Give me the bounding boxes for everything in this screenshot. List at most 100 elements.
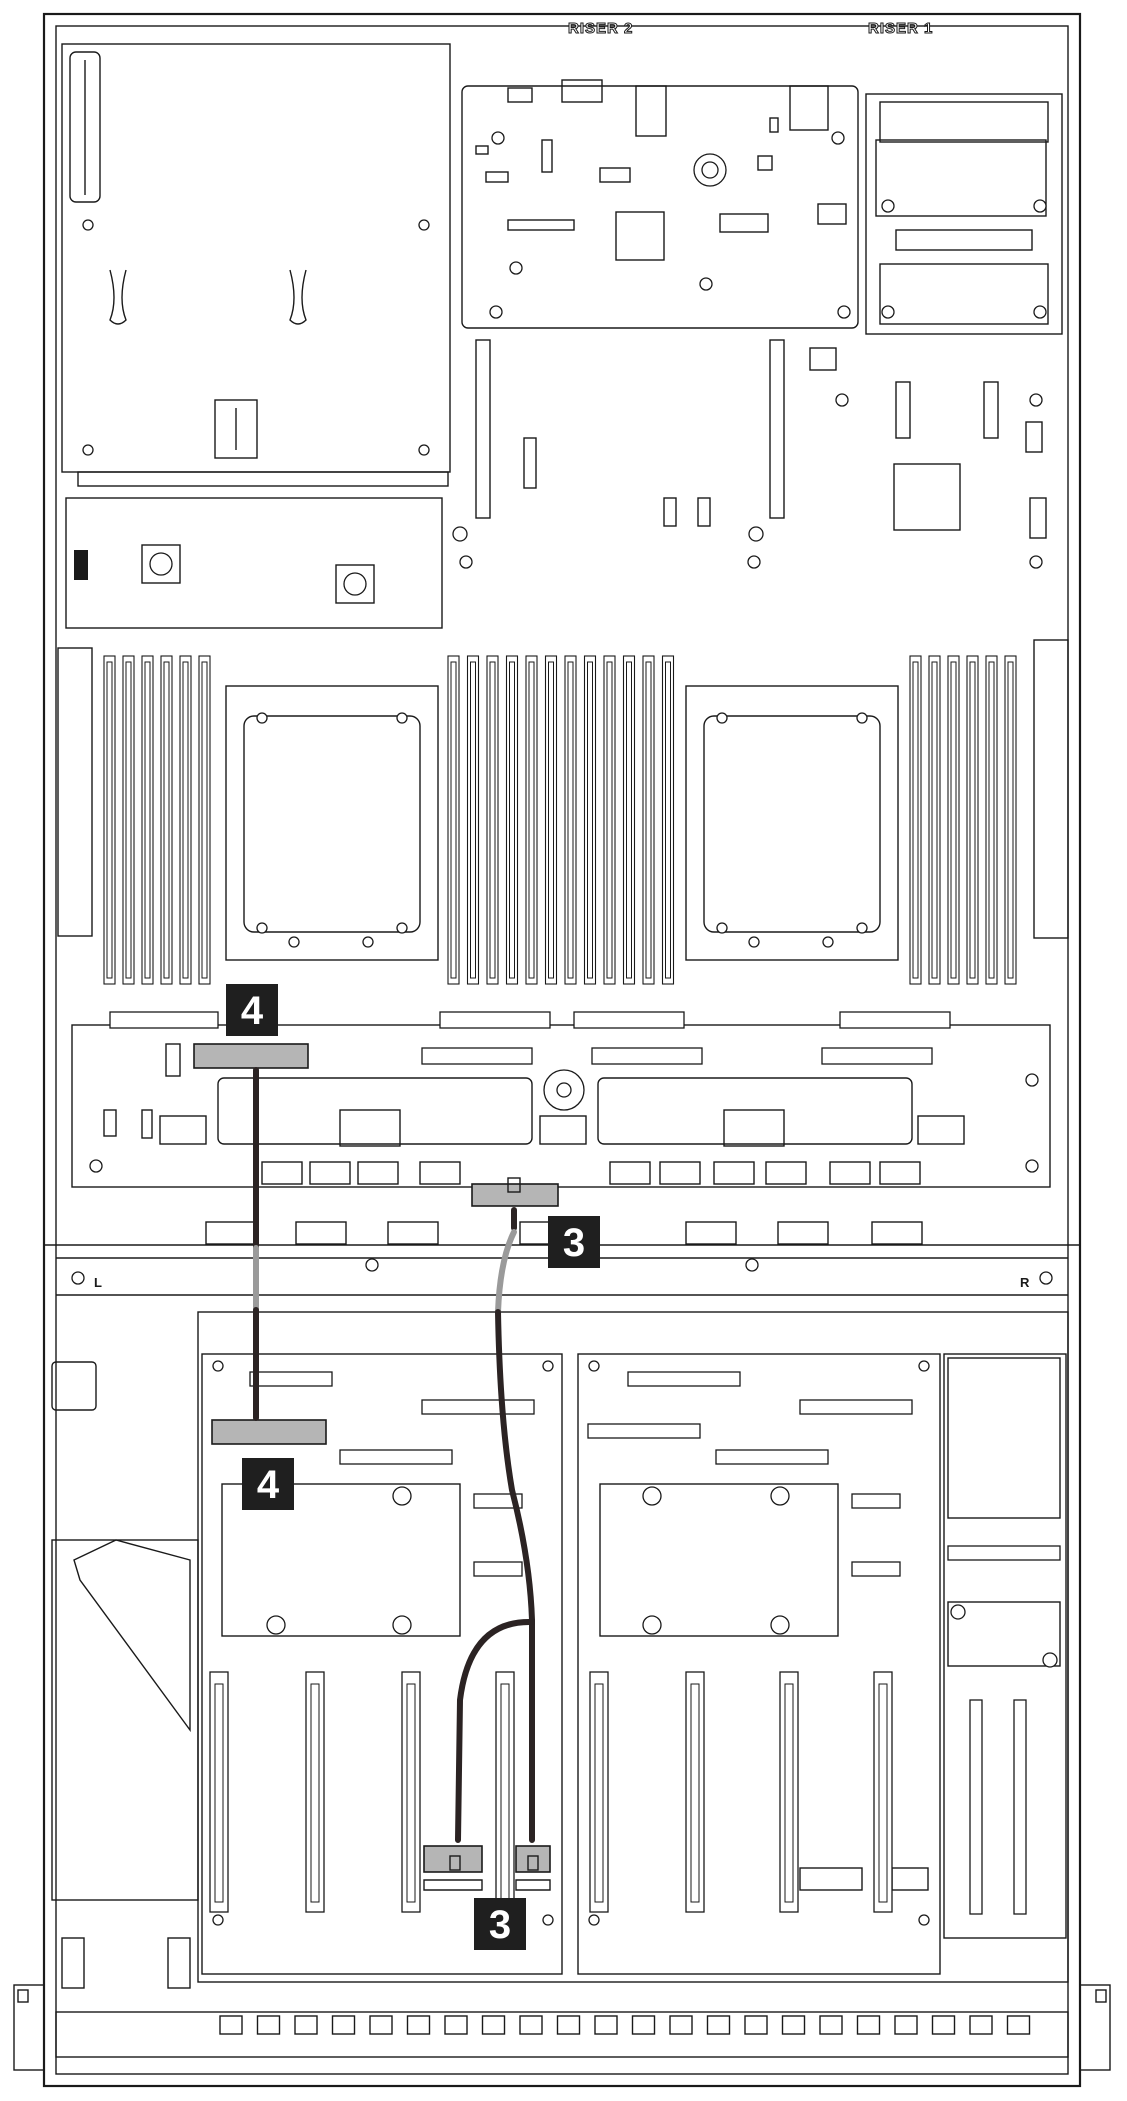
drive-bay-latch	[369, 2015, 393, 2035]
drive-bay-latch	[444, 2015, 468, 2035]
drive-bay-latch	[631, 2015, 656, 2035]
riser-2-label: RISER 2	[568, 20, 633, 37]
dimm-slot	[909, 655, 922, 985]
drive-bay-latch	[781, 2015, 806, 2035]
airflow-tab	[685, 1221, 737, 1245]
dimm-slot	[928, 655, 941, 985]
dimm-slot	[447, 655, 460, 985]
dimm-slot-channel	[548, 661, 554, 979]
drive-bay-latch	[406, 2015, 431, 2035]
drive-bay-latch	[519, 2015, 543, 2035]
dimm-slot	[583, 655, 597, 985]
cable-3-motherboard-connector	[471, 1183, 559, 1207]
dimm-slot-channel	[509, 661, 515, 979]
drive-bay-latch	[894, 2015, 918, 2035]
drive-bay-latch	[331, 2015, 356, 2035]
drive-bay-latch	[931, 2015, 956, 2035]
dimm-slot-channel	[450, 661, 457, 979]
dimm-slot	[966, 655, 979, 985]
pcie-slot	[685, 1671, 705, 1913]
dimm-slot-channel	[528, 661, 535, 979]
dimm-slot	[947, 655, 960, 985]
cable-4	[193, 1043, 327, 1445]
chassis: L R	[13, 12, 1111, 2088]
pcie-slots	[209, 1671, 893, 1913]
drive-bay-latch	[1006, 2015, 1031, 2035]
motherboard-tabs	[205, 1161, 923, 1245]
right-side-label: R	[1020, 1275, 1030, 1290]
dimm-slot-channel	[931, 661, 938, 979]
drive-bay-latch	[556, 2015, 581, 2035]
motherboard-tab	[261, 1161, 303, 1185]
dimm-slot	[985, 655, 998, 985]
pcie-slot-channel	[690, 1683, 700, 1903]
pcie-slot-channel	[214, 1683, 224, 1903]
motherboard-tab	[419, 1161, 461, 1185]
pcie-slot	[305, 1671, 325, 1913]
dimm-slot-channel	[626, 661, 632, 979]
cable-3-riser-connector-left	[423, 1845, 483, 1873]
motherboard-tab	[357, 1161, 399, 1185]
pcie-slot-channel	[406, 1683, 416, 1903]
dimm-slot	[603, 655, 616, 985]
pcie-slot	[873, 1671, 893, 1913]
dimm-slot	[466, 655, 480, 985]
callout-3-top: 3	[548, 1216, 600, 1268]
dimm-slot	[1004, 655, 1017, 985]
dimm-slot-channel	[106, 661, 113, 979]
pcie-slot-channel	[784, 1683, 794, 1903]
drive-bay-latch	[481, 2015, 506, 2035]
dimm-slot-channel	[144, 661, 151, 979]
pcie-slot-channel	[594, 1683, 604, 1903]
motherboard-tab	[765, 1161, 807, 1185]
pcie-slot	[401, 1671, 421, 1913]
motherboard-components	[452, 339, 1047, 569]
dimm-slot	[486, 655, 499, 985]
airflow-tab	[295, 1221, 347, 1245]
riser-1-label: RISER 1	[868, 20, 933, 37]
dimm-slot	[160, 655, 173, 985]
airflow-tab	[205, 1221, 257, 1245]
dimm-slot-channel	[950, 661, 957, 979]
dimm-slot	[642, 655, 655, 985]
svg-text:3: 3	[489, 1903, 511, 1947]
cable-4-riser-connector	[211, 1419, 327, 1445]
pcie-slot	[495, 1671, 515, 1913]
dimm-slot-channel	[470, 661, 476, 979]
dimm-slot-channel	[988, 661, 995, 979]
drive-bay-latch	[669, 2015, 693, 2035]
pcie-slot-channel	[878, 1683, 888, 1903]
pcie-slot	[779, 1671, 799, 1913]
dimm-slot-channel	[1007, 661, 1014, 979]
riser-1-cage	[865, 93, 1063, 335]
svg-text:4: 4	[257, 1463, 280, 1507]
dimm-slot-channel	[665, 661, 671, 979]
dimm-slot	[564, 655, 577, 985]
power-supply-bay	[61, 43, 451, 629]
dimm-slots	[103, 655, 1017, 985]
dimm-slot-channel	[182, 661, 189, 979]
svg-text:3: 3	[563, 1221, 585, 1265]
motherboard-tab	[879, 1161, 921, 1185]
system-io-board	[461, 79, 859, 329]
dimm-slot	[525, 655, 538, 985]
pcie-riser-cage	[51, 1311, 1069, 1989]
pcie-slot	[209, 1671, 229, 1913]
dimm-slot	[661, 655, 675, 985]
drive-bay-latch	[294, 2015, 318, 2035]
drive-bay-latch	[856, 2015, 881, 2035]
left-fan-module	[57, 647, 93, 937]
dimm-slot	[198, 655, 211, 985]
drive-bay-latch	[594, 2015, 618, 2035]
motherboard-connector-area	[71, 1011, 1051, 1188]
dimm-slot	[141, 655, 154, 985]
motherboard-tab	[713, 1161, 755, 1185]
drive-bay-latch	[706, 2015, 731, 2035]
dimm-slot-channel	[201, 661, 208, 979]
callout-3-bottom: 3	[474, 1898, 526, 1950]
dimm-slot	[622, 655, 636, 985]
motherboard-tab	[609, 1161, 651, 1185]
cable-4-motherboard-connector	[193, 1043, 309, 1069]
dimm-slot-channel	[969, 661, 976, 979]
